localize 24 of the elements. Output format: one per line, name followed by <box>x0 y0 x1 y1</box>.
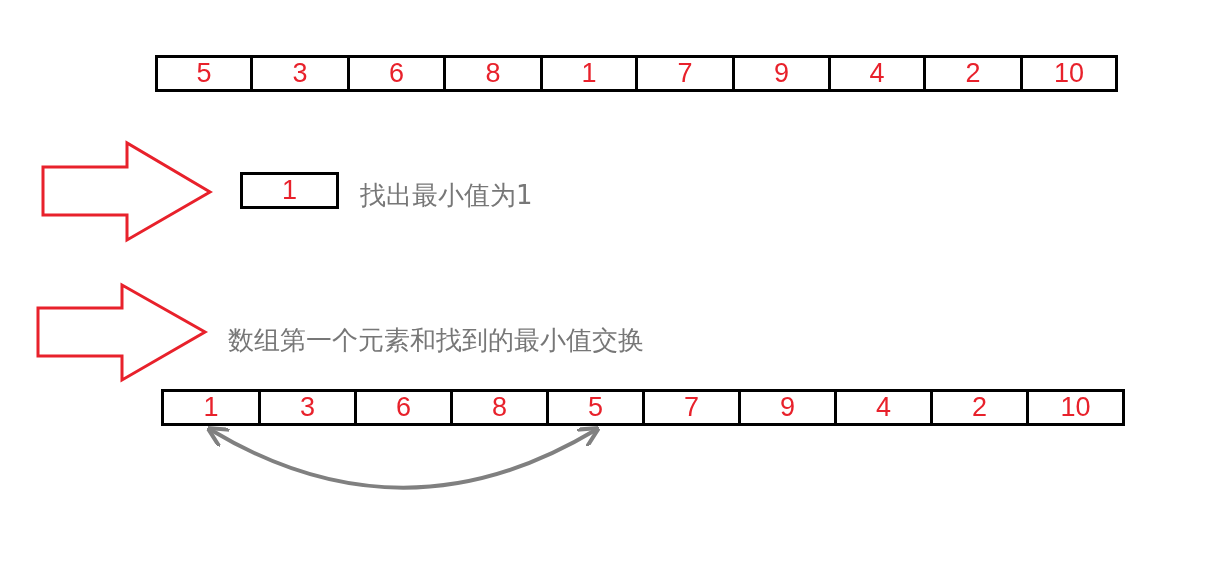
array-cell: 10 <box>1020 55 1118 92</box>
note-text: 数组第一个元素和找到的最小值交换 <box>228 327 644 353</box>
array-cell: 1 <box>540 55 638 92</box>
array-cell: 5 <box>546 389 645 426</box>
array-cell: 10 <box>1026 389 1125 426</box>
array-cell: 4 <box>834 389 933 426</box>
array-cell: 1 <box>161 389 261 426</box>
array-cell: 5 <box>155 55 253 92</box>
array-cell: 7 <box>635 55 735 92</box>
array-cell: 8 <box>450 389 549 426</box>
array-cell: 1 <box>240 172 339 209</box>
array-cell: 2 <box>930 389 1029 426</box>
array-cell: 4 <box>828 55 926 92</box>
array-cell: 3 <box>258 389 357 426</box>
swap-arrow <box>205 426 601 490</box>
array-cell: 6 <box>354 389 453 426</box>
array-cell: 3 <box>250 55 350 92</box>
array-cell: 9 <box>738 389 837 426</box>
array-cell: 6 <box>347 55 446 92</box>
array-cell: 2 <box>923 55 1023 92</box>
array-cell: 8 <box>443 55 543 92</box>
array-cell: 9 <box>732 55 831 92</box>
note-text: 找出最小值为1 <box>360 182 533 208</box>
array-cell: 7 <box>642 389 741 426</box>
